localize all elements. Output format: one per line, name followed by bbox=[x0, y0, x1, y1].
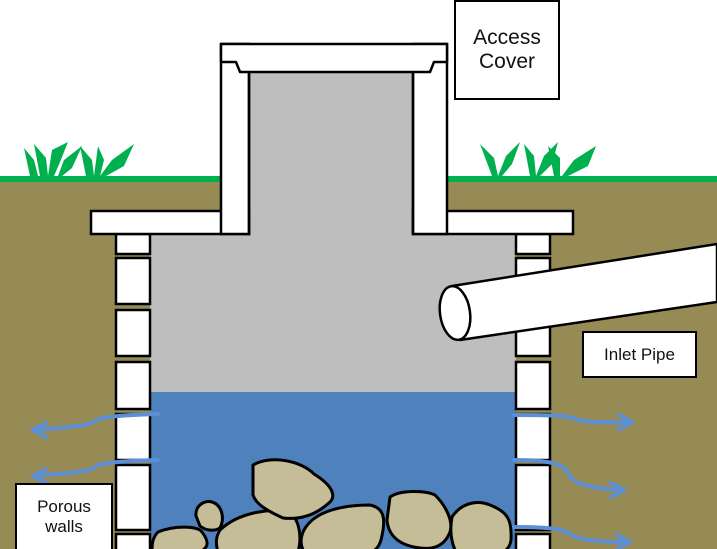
ground-line-left bbox=[0, 176, 220, 182]
stone-7 bbox=[449, 501, 513, 549]
stone-1 bbox=[150, 525, 209, 549]
access-cover-label-line1: Access bbox=[473, 25, 541, 49]
access-cover bbox=[219, 42, 449, 74]
outflow-arrows-right bbox=[512, 413, 634, 549]
stone-3 bbox=[214, 508, 302, 549]
stone-2 bbox=[194, 500, 224, 532]
stones bbox=[150, 458, 513, 549]
access-cover-label-line2: Cover bbox=[478, 50, 536, 73]
inlet-pipe-label-text: Inlet Pipe bbox=[604, 344, 675, 364]
inlet-pipe-opening bbox=[438, 284, 472, 342]
flow-arrow-left-1 bbox=[31, 412, 160, 432]
inlet-pipe-label: Inlet Pipe bbox=[582, 331, 697, 378]
riser-wall-right bbox=[411, 42, 449, 236]
outflow-arrows-left bbox=[31, 412, 160, 485]
inlet-pipe bbox=[438, 242, 717, 342]
flow-arrow-right-1 bbox=[512, 413, 634, 425]
stone-5 bbox=[299, 503, 386, 549]
grass-tuft-left bbox=[24, 142, 134, 176]
flow-arrow-left-2 bbox=[31, 458, 160, 478]
stone-6 bbox=[385, 490, 453, 549]
porous-walls-label-line2: walls bbox=[45, 517, 83, 536]
flow-arrow-right-2 bbox=[512, 458, 626, 492]
riser-wall-left bbox=[219, 42, 251, 236]
grass-tuft-right bbox=[480, 142, 596, 176]
porous-walls-label: Porous walls bbox=[15, 483, 113, 549]
porous-wall-left bbox=[114, 232, 152, 549]
ground-line-right bbox=[448, 176, 717, 182]
flow-arrow-right-3 bbox=[512, 525, 632, 544]
access-cover-label: Access Cover bbox=[454, 0, 560, 100]
stone-4 bbox=[251, 458, 335, 520]
riser-interior bbox=[249, 72, 413, 238]
porous-walls-label-line1: Porous bbox=[37, 497, 91, 517]
